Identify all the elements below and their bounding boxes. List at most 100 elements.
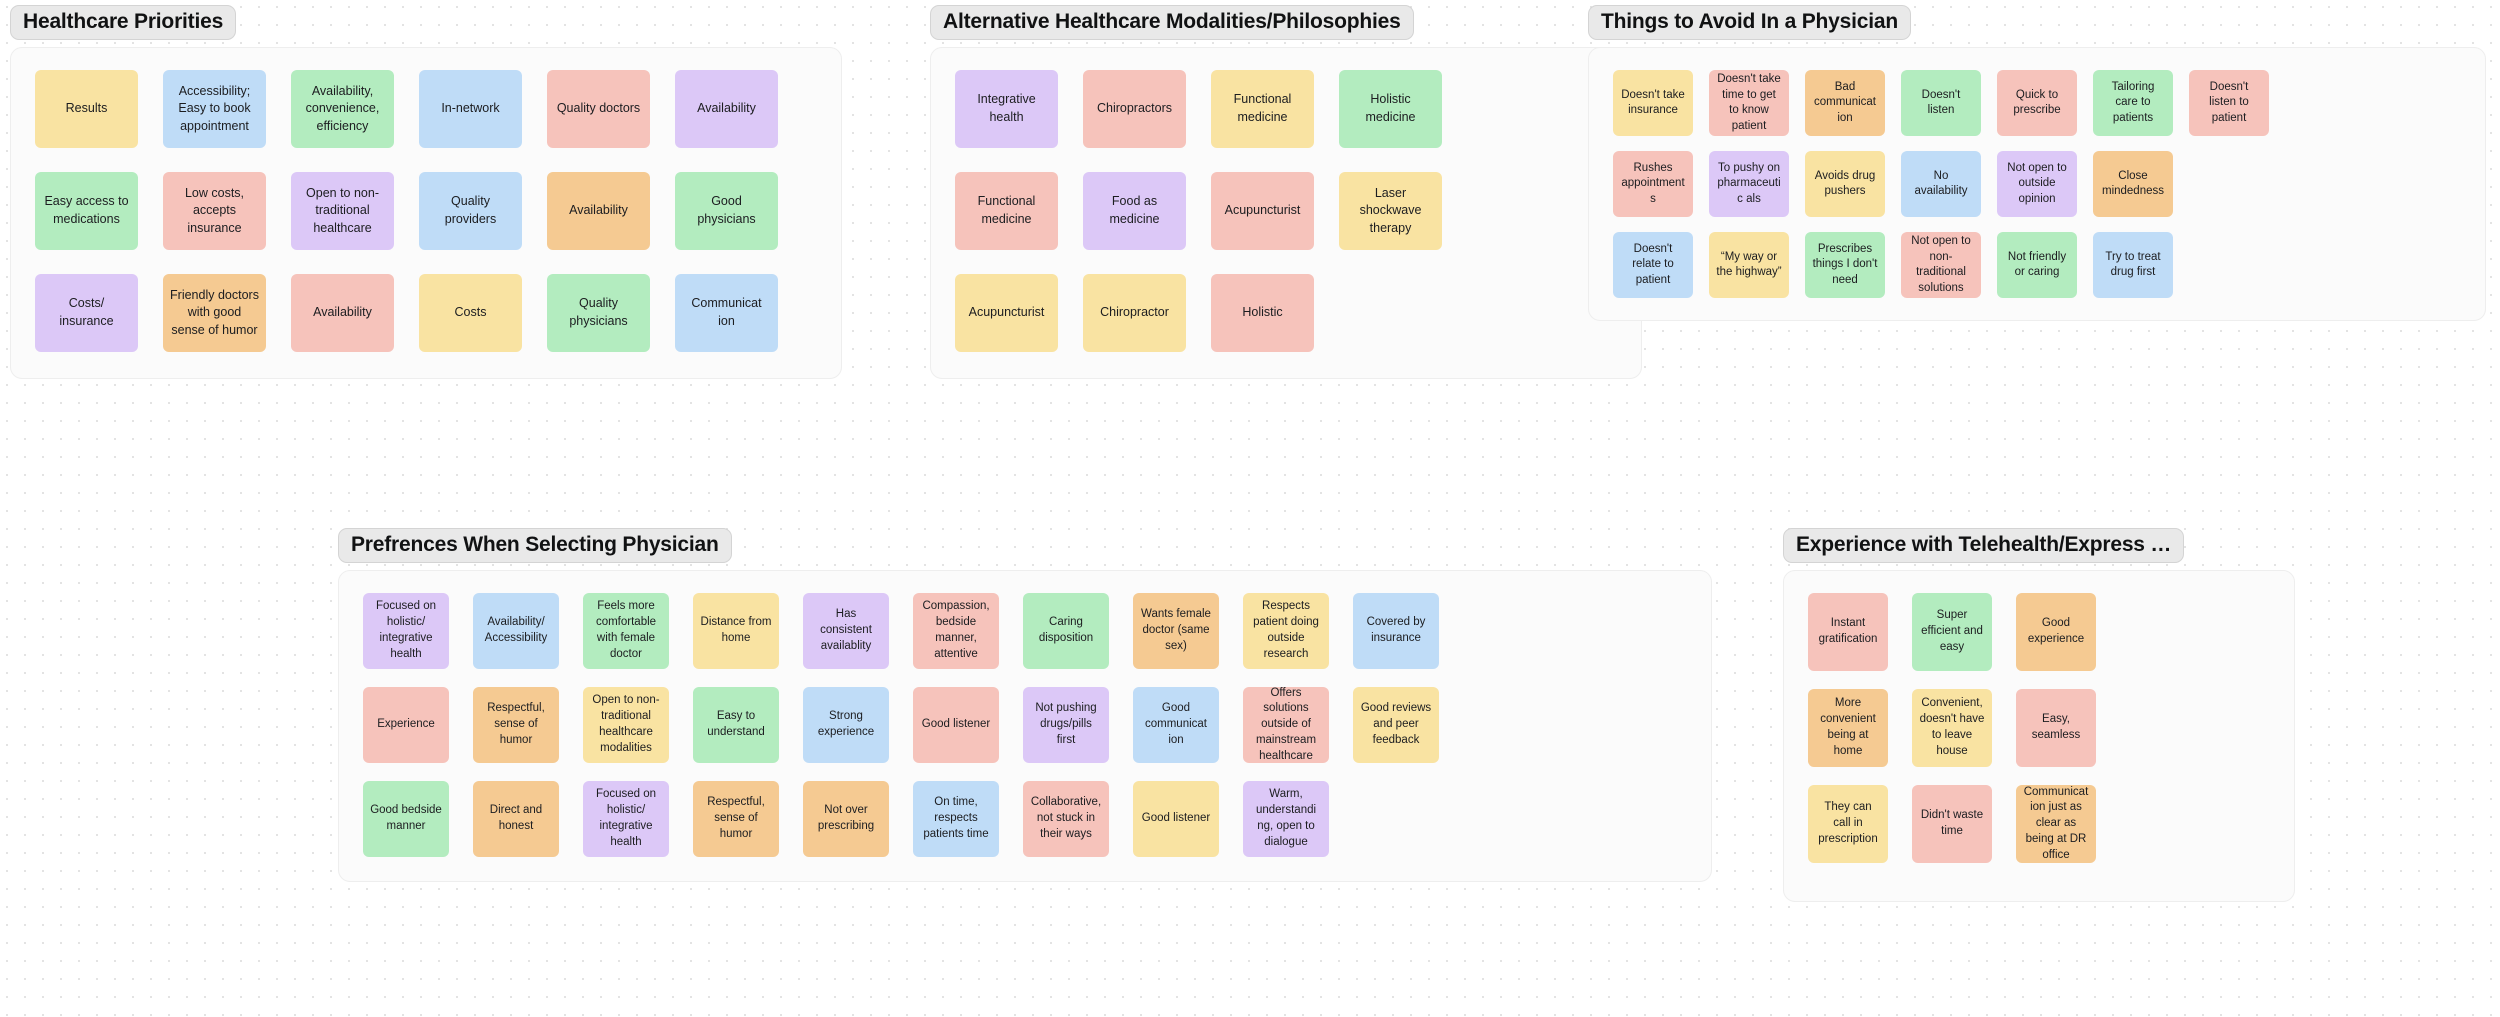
sticky-card[interactable]: Not friendly or caring	[1997, 232, 2077, 299]
sticky-card[interactable]: Good bedside manner	[363, 781, 449, 858]
sticky-card[interactable]: Functional medicine	[1211, 70, 1314, 149]
sticky-card[interactable]: Holistic	[1211, 274, 1314, 353]
sticky-card[interactable]: Not over prescribing	[803, 781, 889, 858]
sticky-card[interactable]: Communicat ion	[675, 274, 778, 353]
sticky-card[interactable]: Direct and honest	[473, 781, 559, 858]
sticky-card[interactable]: Integrative health	[955, 70, 1058, 149]
sticky-card[interactable]: Communicat ion just as clear as being at…	[2016, 785, 2096, 864]
sticky-card[interactable]: Good reviews and peer feedback	[1353, 687, 1439, 764]
sticky-card[interactable]: Doesn't relate to patient	[1613, 232, 1693, 299]
group-panel-preferences-selecting-physician[interactable]: Focused on holistic/ integrative health …	[338, 570, 1712, 883]
sticky-card[interactable]: Holistic medicine	[1339, 70, 1442, 149]
sticky-card[interactable]: In-network	[419, 70, 522, 149]
sticky-card[interactable]: Results	[35, 70, 138, 149]
sticky-card[interactable]: Costs	[419, 274, 522, 353]
sticky-card[interactable]: Quality doctors	[547, 70, 650, 149]
sticky-card[interactable]: Good listener	[913, 687, 999, 764]
sticky-card[interactable]: Not open to outside opinion	[1997, 151, 2077, 218]
sticky-card[interactable]: Good communicat ion	[1133, 687, 1219, 764]
sticky-card[interactable]: Functional medicine	[955, 172, 1058, 251]
sticky-card[interactable]: Open to non-traditional healthcare	[291, 172, 394, 251]
sticky-card[interactable]: Good experience	[2016, 593, 2096, 672]
sticky-card[interactable]: Chiropractors	[1083, 70, 1186, 149]
group-panel-things-to-avoid[interactable]: Doesn't take insurance Doesn't take time…	[1588, 47, 2486, 322]
sticky-card[interactable]: Costs/ insurance	[35, 274, 138, 353]
sticky-card[interactable]: Open to non-traditional healthcare modal…	[583, 687, 669, 764]
sticky-card[interactable]: Quality providers	[419, 172, 522, 251]
sticky-card[interactable]: Prescribes things I don't need	[1805, 232, 1885, 299]
sticky-card[interactable]: Experience	[363, 687, 449, 764]
sticky-card[interactable]: Chiropractor	[1083, 274, 1186, 353]
sticky-card[interactable]: Respectful, sense of humor	[473, 687, 559, 764]
sticky-card[interactable]: Quick to prescribe	[1997, 70, 2077, 137]
sticky-card[interactable]: No availability	[1901, 151, 1981, 218]
sticky-card[interactable]: They can call in prescription	[1808, 785, 1888, 864]
sticky-card[interactable]: Bad communicat ion	[1805, 70, 1885, 137]
sticky-card[interactable]: Doesn't listen	[1901, 70, 1981, 137]
group-things-to-avoid[interactable]: Things to Avoid In a Physician Doesn't t…	[1588, 5, 2486, 322]
sticky-card[interactable]: To pushy on pharmaceutic als	[1709, 151, 1789, 218]
sticky-card[interactable]: On time, respects patients time	[913, 781, 999, 858]
sticky-card[interactable]: Doesn't take time to get to know patient	[1709, 70, 1789, 137]
sticky-card[interactable]: Doesn't take insurance	[1613, 70, 1693, 137]
sticky-card[interactable]: More convenient being at home	[1808, 689, 1888, 768]
sticky-card[interactable]: Tailoring care to patients	[2093, 70, 2173, 137]
sticky-card[interactable]: Easy to understand	[693, 687, 779, 764]
sticky-card[interactable]: “My way or the highway”	[1709, 232, 1789, 299]
sticky-card[interactable]: Not pushing drugs/pills first	[1023, 687, 1109, 764]
sticky-card[interactable]: Compassion, bedside manner, attentive	[913, 593, 999, 670]
sticky-card[interactable]: Convenient, doesn't have to leave house	[1912, 689, 1992, 768]
group-title-healthcare-priorities[interactable]: Healthcare Priorities	[10, 5, 237, 41]
sticky-card[interactable]: Good listener	[1133, 781, 1219, 858]
sticky-card[interactable]: Wants female doctor (same sex)	[1133, 593, 1219, 670]
sticky-card[interactable]: Close mindedness	[2093, 151, 2173, 218]
sticky-card[interactable]: Availability/ Accessibility	[473, 593, 559, 670]
sticky-card[interactable]: Collaborative, not stuck in their ways	[1023, 781, 1109, 858]
sticky-card[interactable]: Rushes appointments	[1613, 151, 1693, 218]
sticky-card[interactable]: Covered by insurance	[1353, 593, 1439, 670]
sticky-card[interactable]: Respects patient doing outside research	[1243, 593, 1329, 670]
sticky-card[interactable]: Doesn't listen to patient	[2189, 70, 2269, 137]
group-telehealth-experience[interactable]: Experience with Telehealth/Express … Ins…	[1783, 528, 2295, 903]
sticky-card[interactable]: Acupuncturist	[1211, 172, 1314, 251]
group-preferences-selecting-physician[interactable]: Prefrences When Selecting Physician Focu…	[338, 528, 1712, 883]
sticky-card[interactable]: Acupuncturist	[955, 274, 1058, 353]
sticky-card[interactable]: Feels more comfortable with female docto…	[583, 593, 669, 670]
group-panel-alternative-modalities[interactable]: Integrative health Chiropractors Functio…	[930, 47, 1642, 380]
sticky-card[interactable]: Availability	[547, 172, 650, 251]
group-healthcare-priorities[interactable]: Healthcare Priorities Results Accessibil…	[10, 5, 842, 380]
group-title-alternative-modalities[interactable]: Alternative Healthcare Modalities/Philos…	[930, 5, 1414, 41]
sticky-card[interactable]: Low costs, accepts insurance	[163, 172, 266, 251]
sticky-card[interactable]: Distance from home	[693, 593, 779, 670]
sticky-card[interactable]: Availability	[675, 70, 778, 149]
sticky-card[interactable]: Quality physicians	[547, 274, 650, 353]
sticky-card[interactable]: Availability	[291, 274, 394, 353]
sticky-card[interactable]: Focused on holistic/ integrative health	[363, 593, 449, 670]
sticky-card[interactable]: Respectful, sense of humor	[693, 781, 779, 858]
sticky-card[interactable]: Food as medicine	[1083, 172, 1186, 251]
group-title-things-to-avoid[interactable]: Things to Avoid In a Physician	[1588, 5, 1911, 41]
sticky-card[interactable]: Instant gratification	[1808, 593, 1888, 672]
sticky-card[interactable]: Availability, convenience, efficiency	[291, 70, 394, 149]
sticky-card[interactable]: Avoids drug pushers	[1805, 151, 1885, 218]
sticky-card[interactable]: Easy access to medications	[35, 172, 138, 251]
sticky-card[interactable]: Has consistent availablity	[803, 593, 889, 670]
group-title-telehealth-experience[interactable]: Experience with Telehealth/Express …	[1783, 528, 2185, 564]
sticky-card[interactable]: Focused on holistic/ integrative health	[583, 781, 669, 858]
sticky-card[interactable]: Offers solutions outside of mainstream h…	[1243, 687, 1329, 764]
sticky-card[interactable]: Super efficient and easy	[1912, 593, 1992, 672]
sticky-card[interactable]: Caring disposition	[1023, 593, 1109, 670]
group-alternative-modalities[interactable]: Alternative Healthcare Modalities/Philos…	[930, 5, 1642, 380]
sticky-card[interactable]: Good physicians	[675, 172, 778, 251]
group-panel-telehealth-experience[interactable]: Instant gratification Super efficient an…	[1783, 570, 2295, 903]
sticky-card[interactable]: Friendly doctors with good sense of humo…	[163, 274, 266, 353]
group-title-preferences-selecting-physician[interactable]: Prefrences When Selecting Physician	[338, 528, 732, 564]
sticky-card[interactable]: Accessibility; Easy to book appointment	[163, 70, 266, 149]
sticky-card[interactable]: Didn't waste time	[1912, 785, 1992, 864]
group-panel-healthcare-priorities[interactable]: Results Accessibility; Easy to book appo…	[10, 47, 842, 380]
sticky-card[interactable]: Easy, seamless	[2016, 689, 2096, 768]
sticky-card[interactable]: Warm, understandi ng, open to dialogue	[1243, 781, 1329, 858]
sticky-card[interactable]: Not open to non-traditional solutions	[1901, 232, 1981, 299]
sticky-card[interactable]: Try to treat drug first	[2093, 232, 2173, 299]
